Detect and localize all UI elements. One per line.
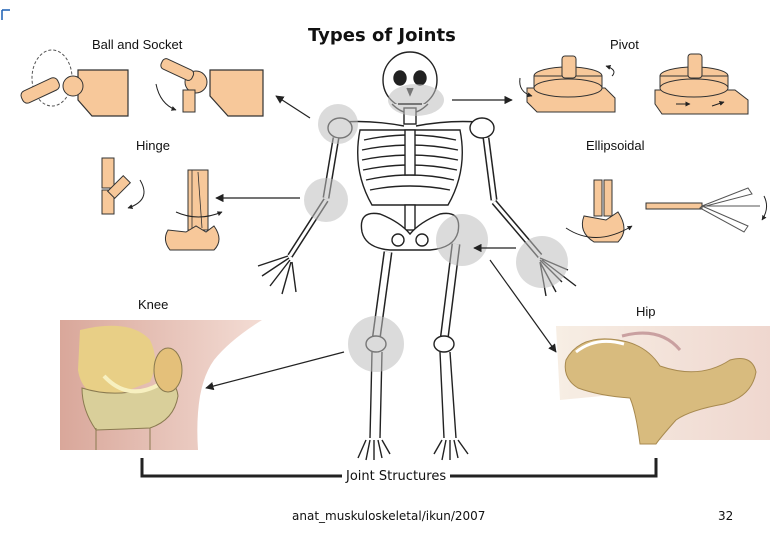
joint-structures-label: Joint Structures [342,469,450,484]
page-number: 32 [718,509,733,523]
hinge-illustration [102,158,222,250]
knee-illustration [60,320,262,450]
ball-socket-illustration [19,50,263,116]
joints-illustration [0,0,780,500]
hip-illustration [556,326,770,444]
footer-source: anat_muskuloskeletal/ikun/2007 [292,509,485,523]
ellipsoidal-illustration [566,180,767,242]
pivot-illustration [520,54,748,114]
